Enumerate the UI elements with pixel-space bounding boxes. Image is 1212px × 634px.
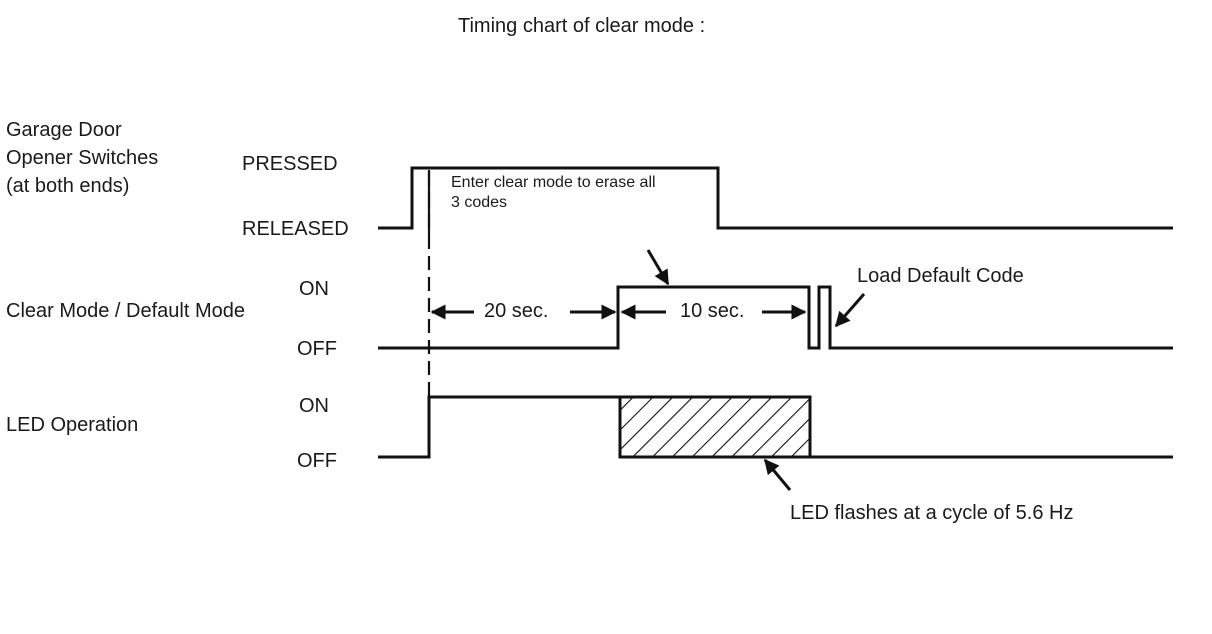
led-flashing-region bbox=[618, 395, 812, 459]
led-signal-label: LED Operation bbox=[6, 414, 139, 436]
load-default-pointer-arrow bbox=[834, 293, 866, 328]
switches-signal-label: Garage Door Opener Switches (at both end… bbox=[6, 116, 158, 200]
switches-low-level-label: RELEASED bbox=[242, 218, 349, 240]
led-waveform-on bbox=[378, 395, 620, 459]
chart-title: Timing chart of clear mode : bbox=[458, 15, 706, 37]
mode-waveform bbox=[378, 285, 1173, 350]
switches-label-line-1: Garage Door bbox=[6, 119, 122, 141]
led-flash-pointer-arrow bbox=[763, 458, 792, 491]
mode-start-pointer-arrow bbox=[646, 249, 670, 286]
switches-label-line-3: (at both ends) bbox=[6, 175, 130, 197]
switches-high-level-label: PRESSED bbox=[242, 153, 338, 175]
mode-low-level-label: OFF bbox=[297, 338, 337, 360]
mode-high-level-label: ON bbox=[299, 278, 329, 300]
switches-waveform bbox=[378, 166, 1173, 230]
led-low-level-label: OFF bbox=[297, 450, 337, 472]
led-high-level-label: ON bbox=[299, 395, 329, 417]
clear-mode-note-line-1: Enter clear mode to erase all bbox=[451, 174, 656, 191]
interval-10-sec-label: 10 sec. bbox=[680, 300, 745, 322]
switches-label-line-2: Opener Switches bbox=[6, 147, 159, 169]
load-default-code-label: Load Default Code bbox=[857, 265, 1024, 287]
led-flash-label: LED flashes at a cycle of 5.6 Hz bbox=[790, 502, 1074, 524]
mode-signal-label: Clear Mode / Default Mode bbox=[6, 300, 246, 322]
clear-mode-note: Enter clear mode to erase all 3 codes bbox=[451, 173, 656, 213]
clear-mode-note-line-2: 3 codes bbox=[451, 194, 508, 211]
interval-20-sec-label: 20 sec. bbox=[484, 300, 549, 322]
